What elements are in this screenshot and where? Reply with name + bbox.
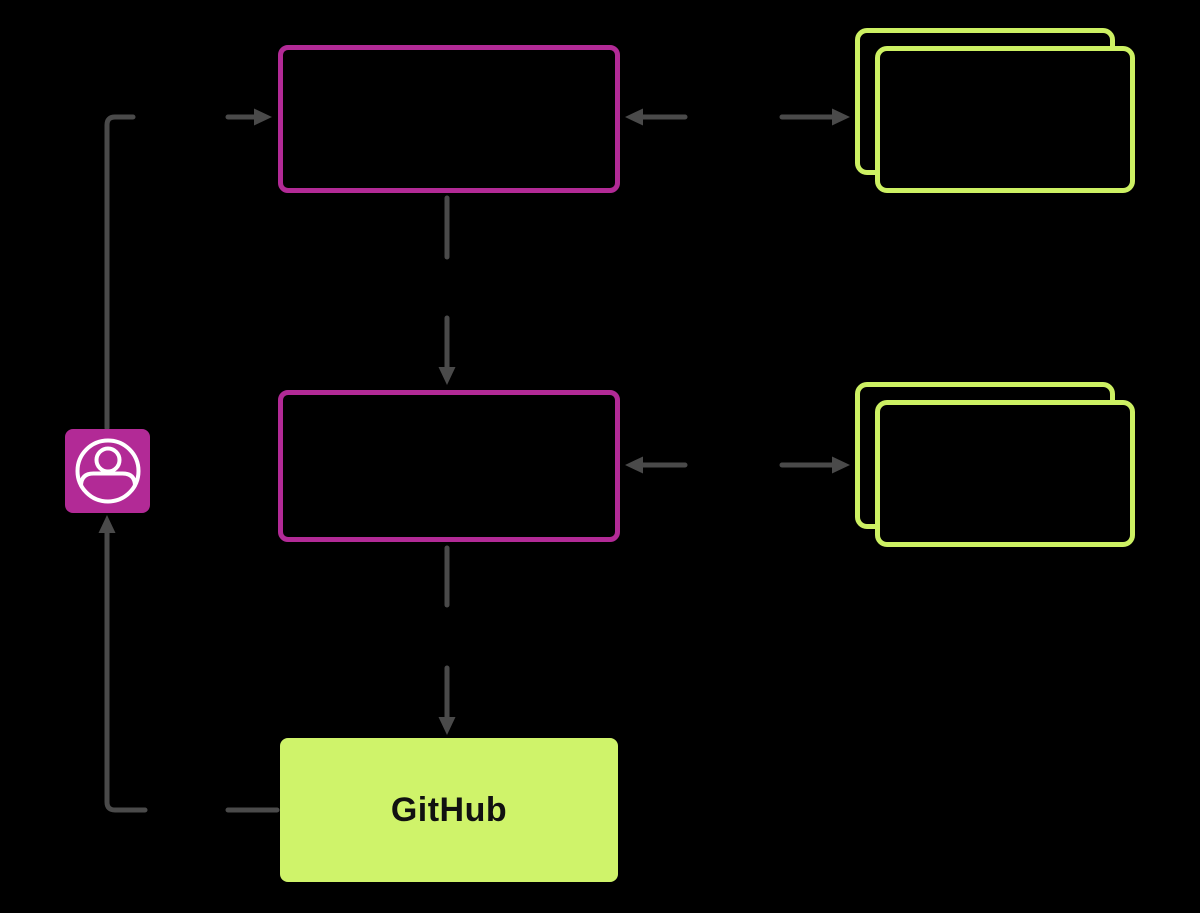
middle-stack-front-card: [875, 400, 1135, 547]
top-process-box: [278, 45, 620, 193]
user-icon: [65, 429, 150, 513]
github-box: GitHub: [280, 738, 618, 882]
edge-topbox-to-topstack: [779, 108, 850, 126]
edge-middlebox-to-middlestack: [779, 456, 850, 474]
github-label: GitHub: [390, 790, 508, 829]
edge-topbox-to-middlebox: [438, 195, 456, 385]
middle-stack: [855, 382, 1135, 547]
user-node: [65, 429, 150, 513]
top-stack: [855, 28, 1135, 193]
middle-process-box: [278, 390, 620, 542]
top-stack-front-card: [875, 46, 1135, 193]
edge-middlebox-to-github: [438, 545, 456, 735]
edge-middlestack-to-middlebox: [625, 456, 688, 474]
edge-topstack-to-topbox: [625, 108, 688, 126]
edge-github-to-user: [98, 515, 280, 813]
edge-user-to-top-box: [104, 108, 272, 431]
